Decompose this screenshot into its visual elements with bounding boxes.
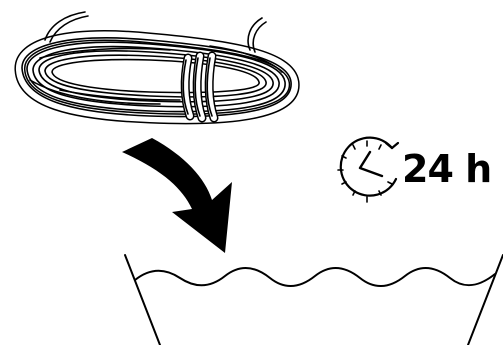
water-basin-icon (124, 254, 503, 345)
soak-duration-label: 24 h (402, 147, 492, 191)
coiled-rope-icon (14, 11, 300, 125)
curved-arrow-down-icon (122, 138, 232, 253)
clock-icon (337, 136, 400, 203)
